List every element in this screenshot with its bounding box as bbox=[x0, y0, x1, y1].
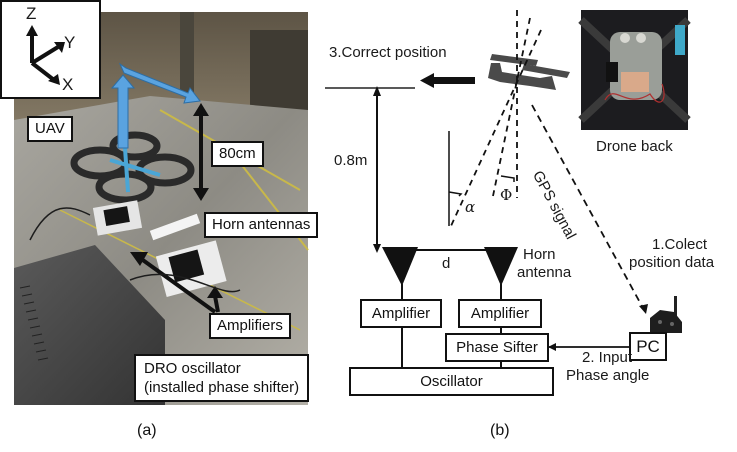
photo-wall-pillar bbox=[180, 12, 194, 92]
amplifier-black bbox=[168, 249, 205, 283]
axis-y-arrowhead bbox=[54, 42, 65, 53]
alpha-angle-mark bbox=[448, 191, 463, 197]
height-label: 80cm bbox=[211, 141, 264, 167]
horn-antennas-label: Horn antennas bbox=[204, 212, 319, 238]
drone-back-photo bbox=[578, 10, 691, 130]
horn-antenna-right bbox=[484, 247, 518, 286]
gps-signal-line bbox=[531, 104, 644, 309]
uav-diagonal-arrow bbox=[118, 62, 201, 104]
axes-arrows bbox=[30, 33, 60, 82]
cable bbox=[129, 273, 241, 293]
horn-antenna-label: Horn antenna bbox=[517, 246, 571, 282]
amplifier-pointer bbox=[213, 295, 220, 313]
input-phase-label: 2. Input Phase angle bbox=[566, 349, 649, 385]
correct-position-arrow-head bbox=[420, 73, 434, 88]
axis-x-arrowhead bbox=[48, 74, 60, 85]
amplifier-pointer bbox=[138, 256, 217, 314]
horn-line2: antenna bbox=[517, 264, 572, 281]
pc-to-shifter-arrowhead bbox=[548, 343, 556, 351]
cable bbox=[29, 207, 91, 241]
drone-back-label: Drone back bbox=[596, 138, 673, 155]
alpha-label: α bbox=[465, 198, 476, 216]
beam-lines bbox=[450, 10, 542, 227]
panel-a-caption: (a) bbox=[137, 422, 157, 439]
antenna-spacing-label: d bbox=[442, 255, 451, 272]
axis-x-label: X bbox=[62, 75, 74, 94]
uav-drone bbox=[70, 131, 195, 204]
dro-oscillator-label: DRO oscillator (installed phase shifter) bbox=[134, 354, 310, 402]
amplifier-pointer-head bbox=[207, 286, 223, 298]
correct-position-label: 3.Correct position bbox=[329, 44, 447, 61]
input-line2: Phase angle bbox=[566, 367, 650, 384]
drone-icon bbox=[488, 54, 570, 90]
horn-antenna-left bbox=[382, 247, 418, 286]
dro-vents bbox=[19, 285, 49, 361]
distance-arrow-head-bottom bbox=[373, 244, 381, 253]
gps-signal-arrowhead bbox=[639, 304, 648, 314]
photo-wall-shelf bbox=[250, 30, 308, 120]
amplifier-left-box: Amplifier bbox=[360, 299, 442, 328]
height-arrow-head-bottom bbox=[193, 188, 209, 201]
amplifiers-label: Amplifiers bbox=[209, 313, 291, 339]
phi-label: Φ bbox=[500, 186, 513, 204]
phase-shifter-box: Phase Sifter bbox=[445, 333, 549, 362]
axis-z-arrowhead bbox=[26, 25, 38, 36]
height-arrow-head-top bbox=[193, 103, 209, 116]
uav-vertical-arrow bbox=[110, 74, 136, 149]
axis-y-label: Y bbox=[64, 33, 76, 52]
input-line1: 2. Input bbox=[582, 349, 633, 366]
pc-box: PC bbox=[629, 332, 667, 361]
correct-position-arrow-shaft bbox=[433, 77, 475, 84]
collect-position-label: 1.Colect position data bbox=[629, 236, 714, 272]
amplifier-pointer-head bbox=[130, 252, 148, 266]
phi-angle-mark bbox=[500, 175, 515, 182]
antenna-rail bbox=[149, 213, 201, 241]
oscillator-box: Oscillator bbox=[349, 367, 554, 396]
panel-b-caption: (b) bbox=[490, 422, 510, 439]
uav-label: UAV bbox=[27, 116, 73, 142]
distance-arrow-head-top bbox=[373, 86, 381, 96]
dro-oscillator-box bbox=[14, 245, 165, 405]
collect-line2: position data bbox=[629, 254, 715, 271]
horn-antenna-black bbox=[103, 206, 130, 226]
dro-label-line1: DRO oscillator bbox=[144, 360, 241, 377]
collect-line1: 1.Colect bbox=[652, 236, 708, 253]
axis-z-label: Z bbox=[26, 4, 37, 23]
pc-radio-icon bbox=[650, 296, 682, 333]
distance-label: 0.8m bbox=[334, 152, 368, 169]
amplifier-right-box: Amplifier bbox=[458, 299, 542, 328]
horn-line1: Horn bbox=[523, 246, 556, 263]
dro-label-line2: (installed phase shifter) bbox=[144, 379, 300, 396]
